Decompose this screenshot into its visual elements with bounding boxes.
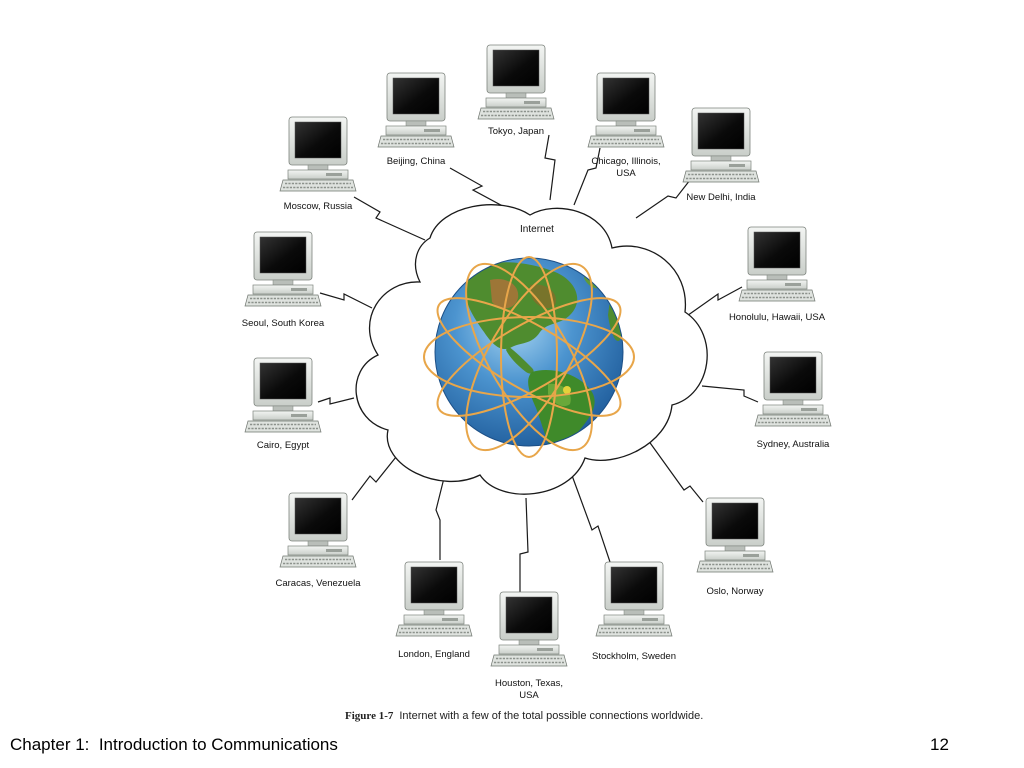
node-label-chicago: Chicago, Illinois,USA — [591, 156, 660, 179]
page-number: 12 — [930, 735, 949, 754]
figure-caption: Figure 1-7 Internet with a few of the tot… — [345, 710, 703, 722]
computer-icon-stockholm — [595, 561, 673, 637]
node-label-tokyo: Tokyo, Japan — [488, 126, 544, 137]
link-caracas — [351, 451, 401, 501]
node-label-honolulu: Honolulu, Hawaii, USA — [729, 312, 826, 323]
node-label-sydney: Sydney, Australia — [757, 439, 830, 450]
computer-icon-sydney — [754, 351, 832, 427]
computer-icon-cairo — [244, 357, 322, 433]
computer-icon-chicago — [587, 72, 665, 148]
link-honolulu — [683, 286, 743, 319]
node-label-beijing: Beijing, China — [387, 156, 446, 167]
link-seoul — [319, 292, 373, 309]
node-label-houston: Houston, Texas,USA — [495, 678, 563, 701]
link-beijing — [449, 167, 511, 211]
computer-icon-tokyo — [477, 44, 555, 120]
link-sydney — [701, 385, 759, 403]
node-label-cairo: Cairo, Egypt — [257, 440, 310, 451]
link-oslo — [647, 439, 704, 503]
link-london — [435, 469, 447, 560]
link-houston — [519, 497, 529, 594]
computer-icon-caracas — [279, 492, 357, 568]
computer-icon-new-delhi — [682, 107, 760, 183]
node-label-moscow: Moscow, Russia — [284, 201, 353, 212]
computer-icon-moscow — [279, 116, 357, 192]
link-chicago — [573, 147, 601, 206]
link-moscow — [353, 196, 426, 241]
node-label-caracas: Caracas, Venezuela — [275, 578, 361, 589]
link-tokyo — [544, 134, 556, 201]
orbit-rings — [423, 256, 635, 458]
computer-icon-honolulu — [738, 226, 816, 302]
node-label-oslo: Oslo, Norway — [706, 586, 763, 597]
computer-icon-seoul — [244, 231, 322, 307]
link-cairo — [317, 397, 355, 405]
computer-icon-oslo — [696, 497, 774, 573]
computer-icon-london — [395, 561, 473, 637]
figure-number: Figure 1-7 — [345, 710, 394, 722]
figure-caption-text: Internet with a few of the total possibl… — [399, 710, 704, 722]
connection-lines — [317, 134, 759, 594]
link-stockholm — [569, 469, 611, 563]
globe-icon — [434, 257, 624, 447]
internet-label: Internet — [520, 224, 554, 235]
node-label-seoul: Seoul, South Korea — [242, 318, 325, 329]
node-label-london: London, England — [398, 649, 470, 660]
node-label-stockholm: Stockholm, Sweden — [592, 651, 676, 662]
computer-icon-houston — [490, 591, 568, 667]
node-label-new-delhi: New Delhi, India — [686, 192, 756, 203]
chapter-title: Chapter 1: Introduction to Communication… — [10, 735, 338, 754]
link-new-delhi — [635, 179, 691, 219]
computer-icon-beijing — [377, 72, 455, 148]
